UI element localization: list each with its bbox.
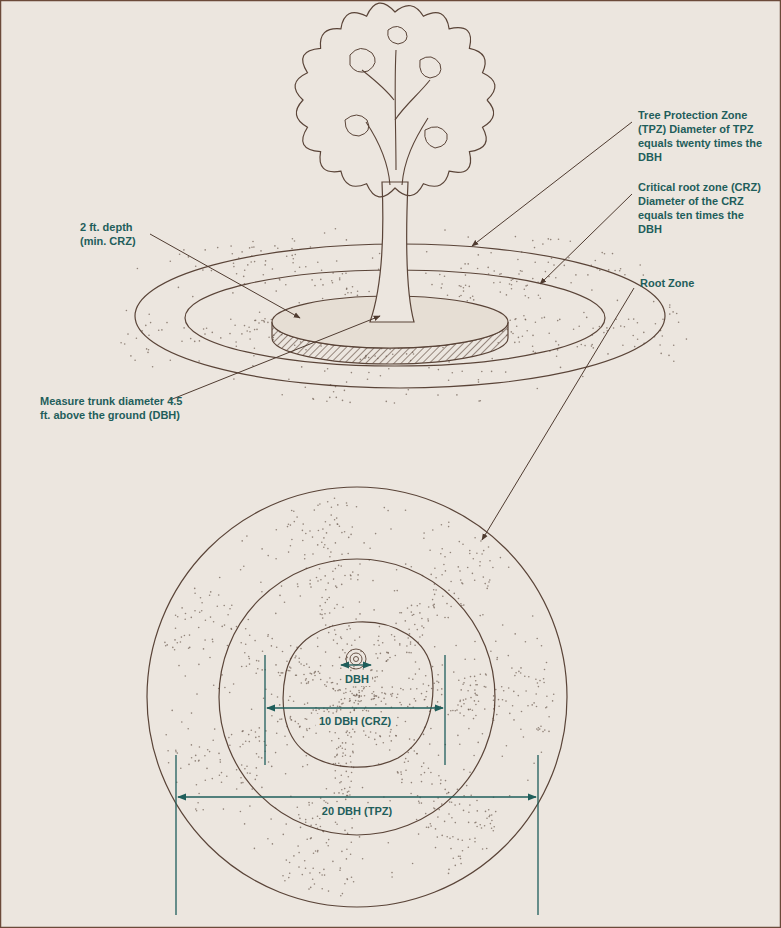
- crz-dimension: 10 DBH (CRZ): [316, 714, 394, 728]
- crz-circle: [219, 559, 495, 835]
- dbh-note: Measure trunk diameter 4.5 ft. above the…: [40, 394, 190, 422]
- stipple: [120, 228, 687, 897]
- dimension-lines: [176, 655, 538, 915]
- leader-lines: [150, 122, 634, 540]
- root-zone-label: Root Zone: [640, 276, 740, 290]
- crz-note: Critical root zone (CRZ) Diameter of the…: [638, 180, 770, 236]
- trunk: [370, 182, 414, 322]
- canopy: [295, 3, 495, 197]
- tpz-dimension: 20 DBH (TPZ): [319, 804, 395, 818]
- branches: [362, 50, 430, 185]
- trunk-section: [346, 649, 366, 669]
- dbh-dimension: DBH: [342, 672, 372, 686]
- tpz-note: Tree Protection Zone (TPZ) Diameter of T…: [638, 108, 770, 164]
- root-core-outline: [283, 622, 433, 767]
- depth-note: 2 ft. depth (min. CRZ): [80, 220, 156, 248]
- leaf-clusters: [345, 26, 447, 148]
- tpz-circle: [147, 487, 567, 907]
